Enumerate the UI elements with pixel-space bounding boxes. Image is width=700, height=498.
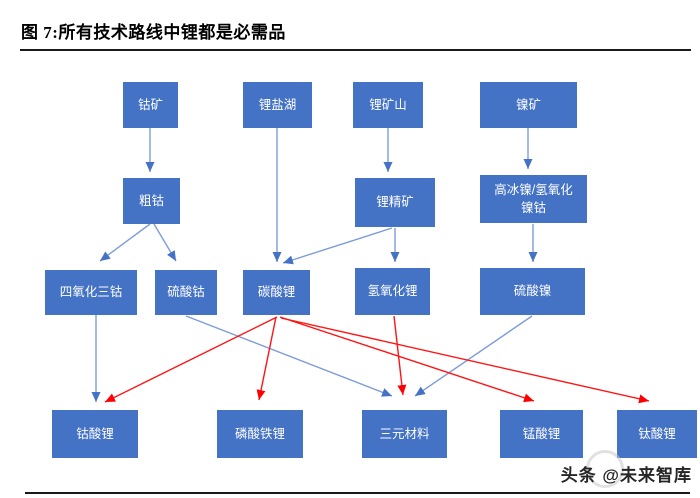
node-ni-matte: 高冰镍/氢氧化 镍钴 (480, 175, 587, 223)
edge-lioh-to-ncm (393, 315, 407, 396)
node-lioh: 氢氧化锂 (355, 268, 430, 315)
edge-li2co3-to-lco (104, 316, 278, 403)
node-co3o4: 四氧化三钴 (45, 270, 137, 315)
edge-coso4-to-ncm (185, 315, 393, 397)
bottom-rule (25, 492, 690, 494)
node-lmo: 锰酸锂 (500, 410, 583, 458)
node-li-concentrate: 锂精矿 (355, 178, 435, 227)
node-co-ore: 钴矿 (123, 82, 178, 128)
node-ni-ore: 镍矿 (480, 82, 577, 128)
figure-title: 图 7:所有技术路线中锂都是必需品 (21, 23, 286, 42)
node-lco: 钴酸锂 (52, 410, 138, 458)
edge-crude-co-to-co3o4 (99, 223, 151, 262)
edge-li-concentrate-to-li2co3 (282, 227, 393, 265)
node-lto: 钛酸锂 (617, 410, 697, 458)
edge-li2co3-to-lmo (279, 316, 535, 403)
edge-niso4-to-ncm (414, 315, 533, 397)
title-underline (20, 49, 691, 51)
node-lfp: 磷酸铁锂 (217, 410, 303, 458)
node-ncm: 三元材料 (362, 410, 447, 458)
edge-li2co3-to-lto (280, 317, 650, 404)
edges-group (91, 128, 650, 404)
node-li-mine: 锂矿山 (353, 82, 423, 128)
node-niso4: 硫酸镍 (480, 268, 585, 315)
node-li2co3: 碳酸锂 (243, 270, 310, 315)
node-li-salt-lake: 锂盐湖 (243, 82, 312, 128)
watermark: 头条 @未来智库 (560, 466, 692, 485)
edge-li2co3-to-lfp (256, 316, 277, 401)
edge-crude-co-to-coso4 (153, 223, 177, 262)
watermark-logo (586, 450, 624, 488)
node-crude-co: 粗钴 (123, 178, 180, 224)
node-coso4: 硫酸钴 (155, 270, 217, 315)
